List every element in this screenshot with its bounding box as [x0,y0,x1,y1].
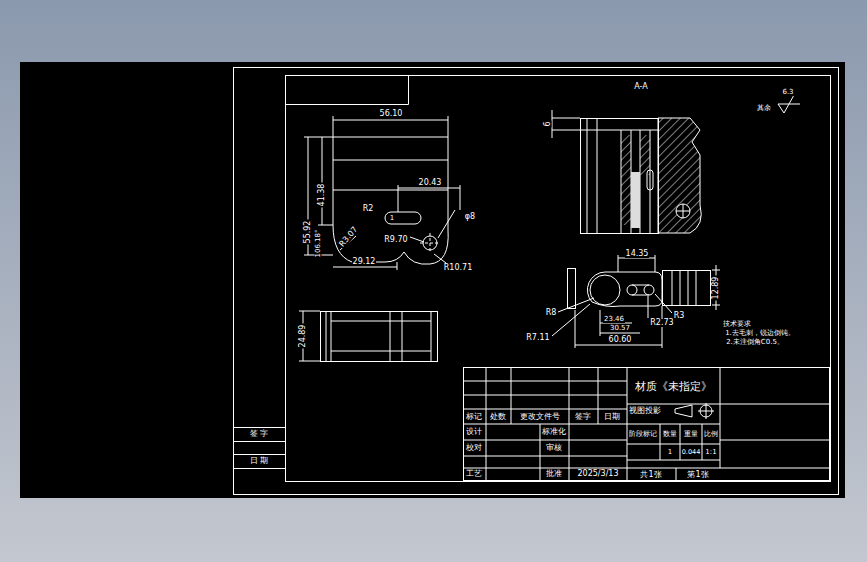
drawing-text: 比例 [703,431,719,438]
drawing-text: 标记 [465,413,483,421]
drawing-text: 日期 [603,413,621,421]
drawing-text: R7.11 [525,334,550,342]
drawing-text: 数量 [662,431,678,438]
drawing-text: 标准化 [541,428,567,436]
drawing-text: 其余 [756,105,772,112]
drawing-text: 第1张 [686,471,709,479]
drawing-text: 签 字 [249,430,270,438]
drawing-text: 2.未注倒角C0.5。 [725,339,785,346]
drawing-text: R2.73 [649,319,674,327]
drawing-text: 设计 [465,428,483,436]
drawing-text: 6 [544,120,552,127]
drawing-text: 共1张 [639,471,662,479]
drawing-text: 41.38 [318,183,326,208]
drawing-text: 审核 [545,444,563,452]
drawing-text: R9.70 [383,236,408,244]
drawing-text: R8 [545,309,558,317]
drawing-text: 12.89 [712,276,720,301]
drawing-text: 14.35 [625,250,650,258]
drawing-text: 1:1 [704,449,717,456]
drawing-text: 阶段标记 [628,431,658,438]
drawing-text: R3 [673,312,686,320]
drawing-text: 1 [389,215,395,222]
drawing-text: 日 期 [249,457,270,465]
drawing-text: 处数 [489,413,507,421]
drawing-text: 1.去毛刺，锐边倒钝。 [724,330,796,337]
drawing-text: 60.60 [608,336,633,344]
drawing-text: 56.10 [379,110,404,118]
drawing-text: 重量 [683,431,699,438]
drawing-text: 2025/3/13 [576,470,619,478]
drawing-text: 视图投影 [628,407,662,415]
drawing-text: 工艺 [465,470,483,478]
drawing-text: 20.43 [418,179,443,187]
drawing-text: 0.044 [681,449,702,456]
drawing-text: 106.18° [315,228,322,258]
drawing-text: 技术要求 [722,321,752,328]
drawing-text: 55.92 [304,220,312,245]
drawing-text: 24.89 [299,324,307,349]
drawing-text: 更改文件号 [519,413,561,421]
drawing-text: 校对 [465,444,483,452]
drawing-text: R2 [362,205,375,213]
drawing-text: A-A [633,83,648,91]
drawing-text: R10.71 [443,264,473,272]
drawing-text: 批准 [545,470,563,478]
drawing-text: 6.3 [781,89,794,96]
drawing-text: 23.46 [603,316,625,323]
drawing-text: 签字 [574,413,592,421]
drawing-text: 1 [667,449,673,456]
drawing-text: 材质《未指定》 [634,381,713,392]
drawing-text: 30.57 [609,325,631,332]
drawing-text: 29.12 [352,258,377,266]
drawing-text: φ8 [464,213,476,221]
